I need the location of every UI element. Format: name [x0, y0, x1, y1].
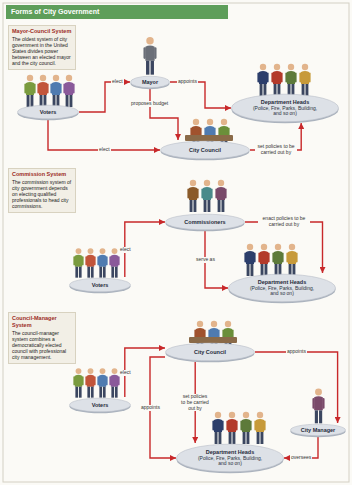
- edge-label: elect: [119, 370, 132, 376]
- node-name: Mayor-Council System: [12, 28, 72, 35]
- platform-top: [291, 424, 346, 436]
- platform-top: [18, 105, 79, 119]
- edge-label: set policies to be carried out by: [255, 144, 297, 156]
- node-name: Mayor: [142, 79, 158, 86]
- voters-figures: [73, 368, 119, 398]
- frame: [3, 3, 349, 482]
- node-detail: (Police, Fire, Parks, Building, and so o…: [250, 106, 320, 118]
- edge-label: appoints: [140, 405, 161, 411]
- platform-node: Department Heads(Police, Fire, Parks, Bu…: [231, 93, 339, 123]
- department-figures: [244, 244, 297, 276]
- platform-top: [177, 444, 284, 472]
- edge-label: set policies to be carried out by: [179, 394, 211, 411]
- platform-top: [229, 274, 336, 302]
- system-description: Mayor-Council SystemThe oldest system of…: [8, 25, 76, 70]
- platform-top: [161, 141, 250, 159]
- node-text-group: Council-Manager SystemThe council-manage…: [12, 315, 72, 360]
- platform-node: Voters: [69, 397, 131, 413]
- node-detail: The council-manager system combines a de…: [12, 330, 72, 360]
- node-text-group: Commissioners: [165, 219, 245, 226]
- department-figures: [212, 412, 265, 444]
- platform-node: City Council: [165, 342, 255, 362]
- connector-arrow: [150, 89, 178, 140]
- connector-arrow: [245, 222, 323, 273]
- node-name: City Council: [194, 349, 226, 356]
- connector-arrow: [79, 82, 130, 112]
- node-text-group: City Manager: [290, 427, 346, 434]
- edge-label: serve as: [195, 257, 216, 263]
- platform-node: Mayor: [130, 75, 170, 89]
- title: Forms of City Government: [6, 5, 228, 19]
- node-text-group: Commission SystemThe commission system o…: [12, 171, 72, 209]
- platform-node: Voters: [69, 277, 131, 293]
- node-detail: (Police, Fire, Parks, Building, and so o…: [247, 286, 317, 298]
- node-name: Voters: [92, 402, 109, 409]
- node-name: Department Heads: [206, 449, 255, 456]
- voters-figures: [73, 248, 119, 278]
- node-text-group: City Council: [160, 147, 250, 154]
- node-name: Commission System: [12, 171, 72, 178]
- node-text-group: Mayor: [130, 79, 170, 86]
- connector-arrow: [170, 82, 231, 108]
- mayor-figure: [143, 37, 156, 75]
- node-name: City Council: [189, 147, 221, 154]
- platform-top: [131, 76, 170, 88]
- commissioner-figures: [187, 180, 226, 212]
- node-name: Voters: [40, 109, 57, 116]
- platform-node: Voters: [17, 104, 79, 120]
- platform-node: Department Heads(Police, Fire, Parks, Bu…: [228, 273, 336, 303]
- title-band: Forms of City Government: [6, 5, 228, 19]
- edge-label: proposes budget: [130, 101, 169, 107]
- connector-arrow: [255, 352, 338, 423]
- node-name: Department Heads: [258, 279, 307, 286]
- connector-arrow: [48, 120, 160, 150]
- node-text-group: Voters: [17, 109, 79, 116]
- node-text-group: Department Heads(Police, Fire, Parks, Bu…: [228, 279, 336, 297]
- manager-figure: [312, 388, 324, 423]
- voters-figures: [24, 75, 74, 107]
- platform-top: [166, 214, 245, 230]
- node-text-group: City Council: [165, 349, 255, 356]
- node-text-group: Department Heads(Police, Fire, Parks, Bu…: [231, 99, 339, 117]
- node-text-group: Voters: [69, 282, 131, 289]
- node-name: Commissioners: [184, 219, 225, 226]
- edge-label: elect: [98, 147, 111, 153]
- platform-top: [232, 94, 339, 122]
- edge-label: appoints: [177, 79, 198, 85]
- edge-label: elect: [111, 79, 124, 85]
- platform-node: Department Heads(Police, Fire, Parks, Bu…: [176, 443, 284, 473]
- system-description: Commission SystemThe commission system o…: [8, 168, 76, 213]
- platform-top: [166, 343, 255, 361]
- node-name: Voters: [92, 282, 109, 289]
- edge-label: oversees: [290, 455, 312, 461]
- system-description: Council-Manager SystemThe council-manage…: [8, 312, 76, 364]
- edge-label: elect: [119, 247, 132, 253]
- node-detail: The oldest system of city government in …: [12, 36, 72, 66]
- node-name: City Manager: [301, 427, 336, 434]
- node-text-group: Voters: [69, 402, 131, 409]
- node-detail: The commission system of city government…: [12, 179, 72, 209]
- platform-node: Commissioners: [165, 213, 245, 231]
- platform-node: City Council: [160, 140, 250, 160]
- edge-label: enact policies to be carried out by: [258, 216, 310, 228]
- edge-label: appoints: [286, 349, 307, 355]
- platform-top: [70, 278, 131, 292]
- platform-top: [70, 398, 131, 412]
- node-name: Council-Manager System: [12, 315, 72, 329]
- node-name: Department Heads: [261, 99, 310, 106]
- department-figures: [257, 64, 310, 96]
- node-text-group: Department Heads(Police, Fire, Parks, Bu…: [176, 449, 284, 467]
- node-detail: (Police, Fire, Parks, Building, and so o…: [195, 456, 265, 468]
- platform-node: City Manager: [290, 423, 346, 437]
- node-text-group: Mayor-Council SystemThe oldest system of…: [12, 28, 72, 66]
